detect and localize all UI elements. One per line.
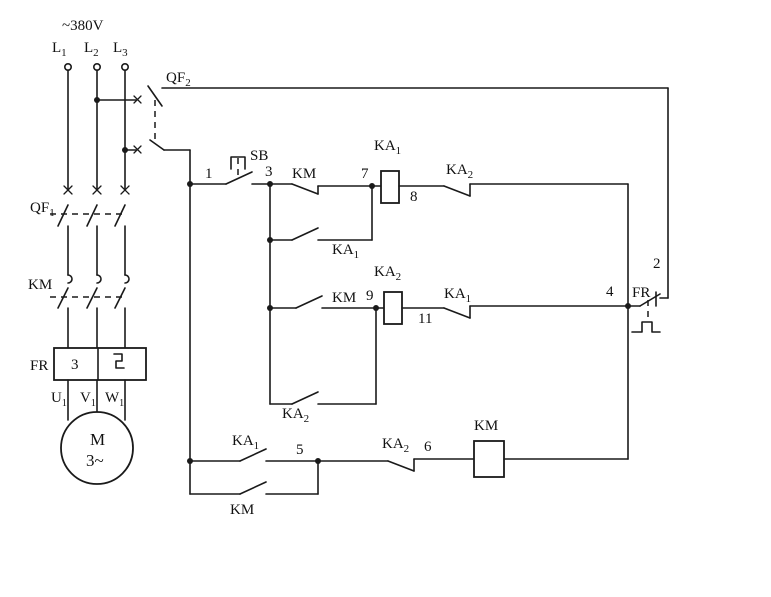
ka2-nc-label-row3: KA2 bbox=[382, 436, 409, 455]
km-main-label: KM bbox=[28, 277, 52, 293]
km-hold-label-row3: KM bbox=[230, 502, 254, 518]
ka2-nc-label-row1: KA2 bbox=[446, 162, 473, 181]
node-2: 2 bbox=[653, 256, 661, 272]
terminal-w1-label: W1 bbox=[105, 390, 124, 409]
ka2-nc-contact-row3 bbox=[387, 460, 415, 472]
ka1-coil-label: KA1 bbox=[374, 138, 401, 157]
supply-voltage-label: ~380V bbox=[62, 18, 104, 34]
sb-button-icon bbox=[230, 156, 246, 170]
ka1-nc-label: KA1 bbox=[444, 286, 471, 305]
ka1-no-label-row3: KA1 bbox=[232, 433, 259, 452]
ka1-hold-label: KA1 bbox=[332, 242, 359, 261]
ka1-no-contact-row3 bbox=[239, 448, 267, 462]
ka1-coil bbox=[380, 170, 400, 204]
sb-label: SB bbox=[250, 148, 268, 164]
ka2-nc-contact-row1 bbox=[443, 185, 471, 197]
node-9: 5 bbox=[296, 442, 304, 458]
sb-contact bbox=[225, 171, 253, 185]
phase-label-l2: L2 bbox=[84, 40, 99, 59]
km-coil-label: KM bbox=[474, 418, 498, 434]
qf1-label: QF1 bbox=[30, 200, 55, 219]
control-circuit: SB 1 3 KM 7 KA1 8 KA2 KA1 KM bbox=[187, 87, 669, 518]
phase-label-l3: L3 bbox=[113, 40, 128, 59]
motor-phases: 3~ bbox=[86, 451, 104, 470]
ka2-hold-contact bbox=[291, 391, 319, 405]
node-6: 8 bbox=[410, 189, 418, 205]
fr-poles-count: 3 bbox=[71, 357, 79, 373]
node-3: 3 bbox=[265, 164, 273, 180]
km-hold-contact-row3 bbox=[239, 481, 267, 495]
node-4: 4 bbox=[606, 284, 614, 300]
motor-symbol bbox=[60, 411, 134, 485]
km-aux-contact-row2 bbox=[295, 295, 323, 309]
fr-thermal-icon bbox=[113, 353, 125, 369]
ka2-coil-label: KA2 bbox=[374, 264, 401, 283]
ka2-hold-label: KA2 bbox=[282, 406, 309, 425]
node-1: 1 bbox=[205, 166, 213, 182]
fr-contact-label: FR bbox=[632, 285, 650, 301]
ka1-hold-contact bbox=[291, 227, 319, 241]
node-7: 9 bbox=[366, 288, 374, 304]
node-11: 6 bbox=[424, 439, 432, 455]
km-aux-contact bbox=[291, 183, 319, 195]
km-main-contacts bbox=[50, 274, 130, 349]
qf2-breaker bbox=[133, 85, 669, 154]
qf2-label: QF2 bbox=[166, 70, 191, 89]
node-5: 7 bbox=[361, 166, 369, 182]
fr-overload-block bbox=[53, 347, 147, 381]
km-aux-label-row2: KM bbox=[332, 290, 356, 306]
fr-overload-label: FR bbox=[30, 358, 48, 374]
node-8: 11 bbox=[418, 311, 432, 327]
km-aux-label: KM bbox=[292, 166, 316, 182]
terminal-u1-label: U1 bbox=[51, 390, 67, 409]
terminal-v1-label: V1 bbox=[80, 390, 96, 409]
fr-thermal-actuator-icon bbox=[631, 321, 661, 333]
km-coil bbox=[473, 440, 505, 478]
power-circuit: ~380V L1 L2 L3 QF1 bbox=[28, 18, 147, 485]
ka1-nc-contact bbox=[443, 307, 471, 319]
phase-label-l1: L1 bbox=[52, 40, 67, 59]
motor-letter: M bbox=[90, 430, 105, 449]
ka2-coil bbox=[383, 291, 403, 325]
qf1-breaker bbox=[50, 185, 130, 276]
